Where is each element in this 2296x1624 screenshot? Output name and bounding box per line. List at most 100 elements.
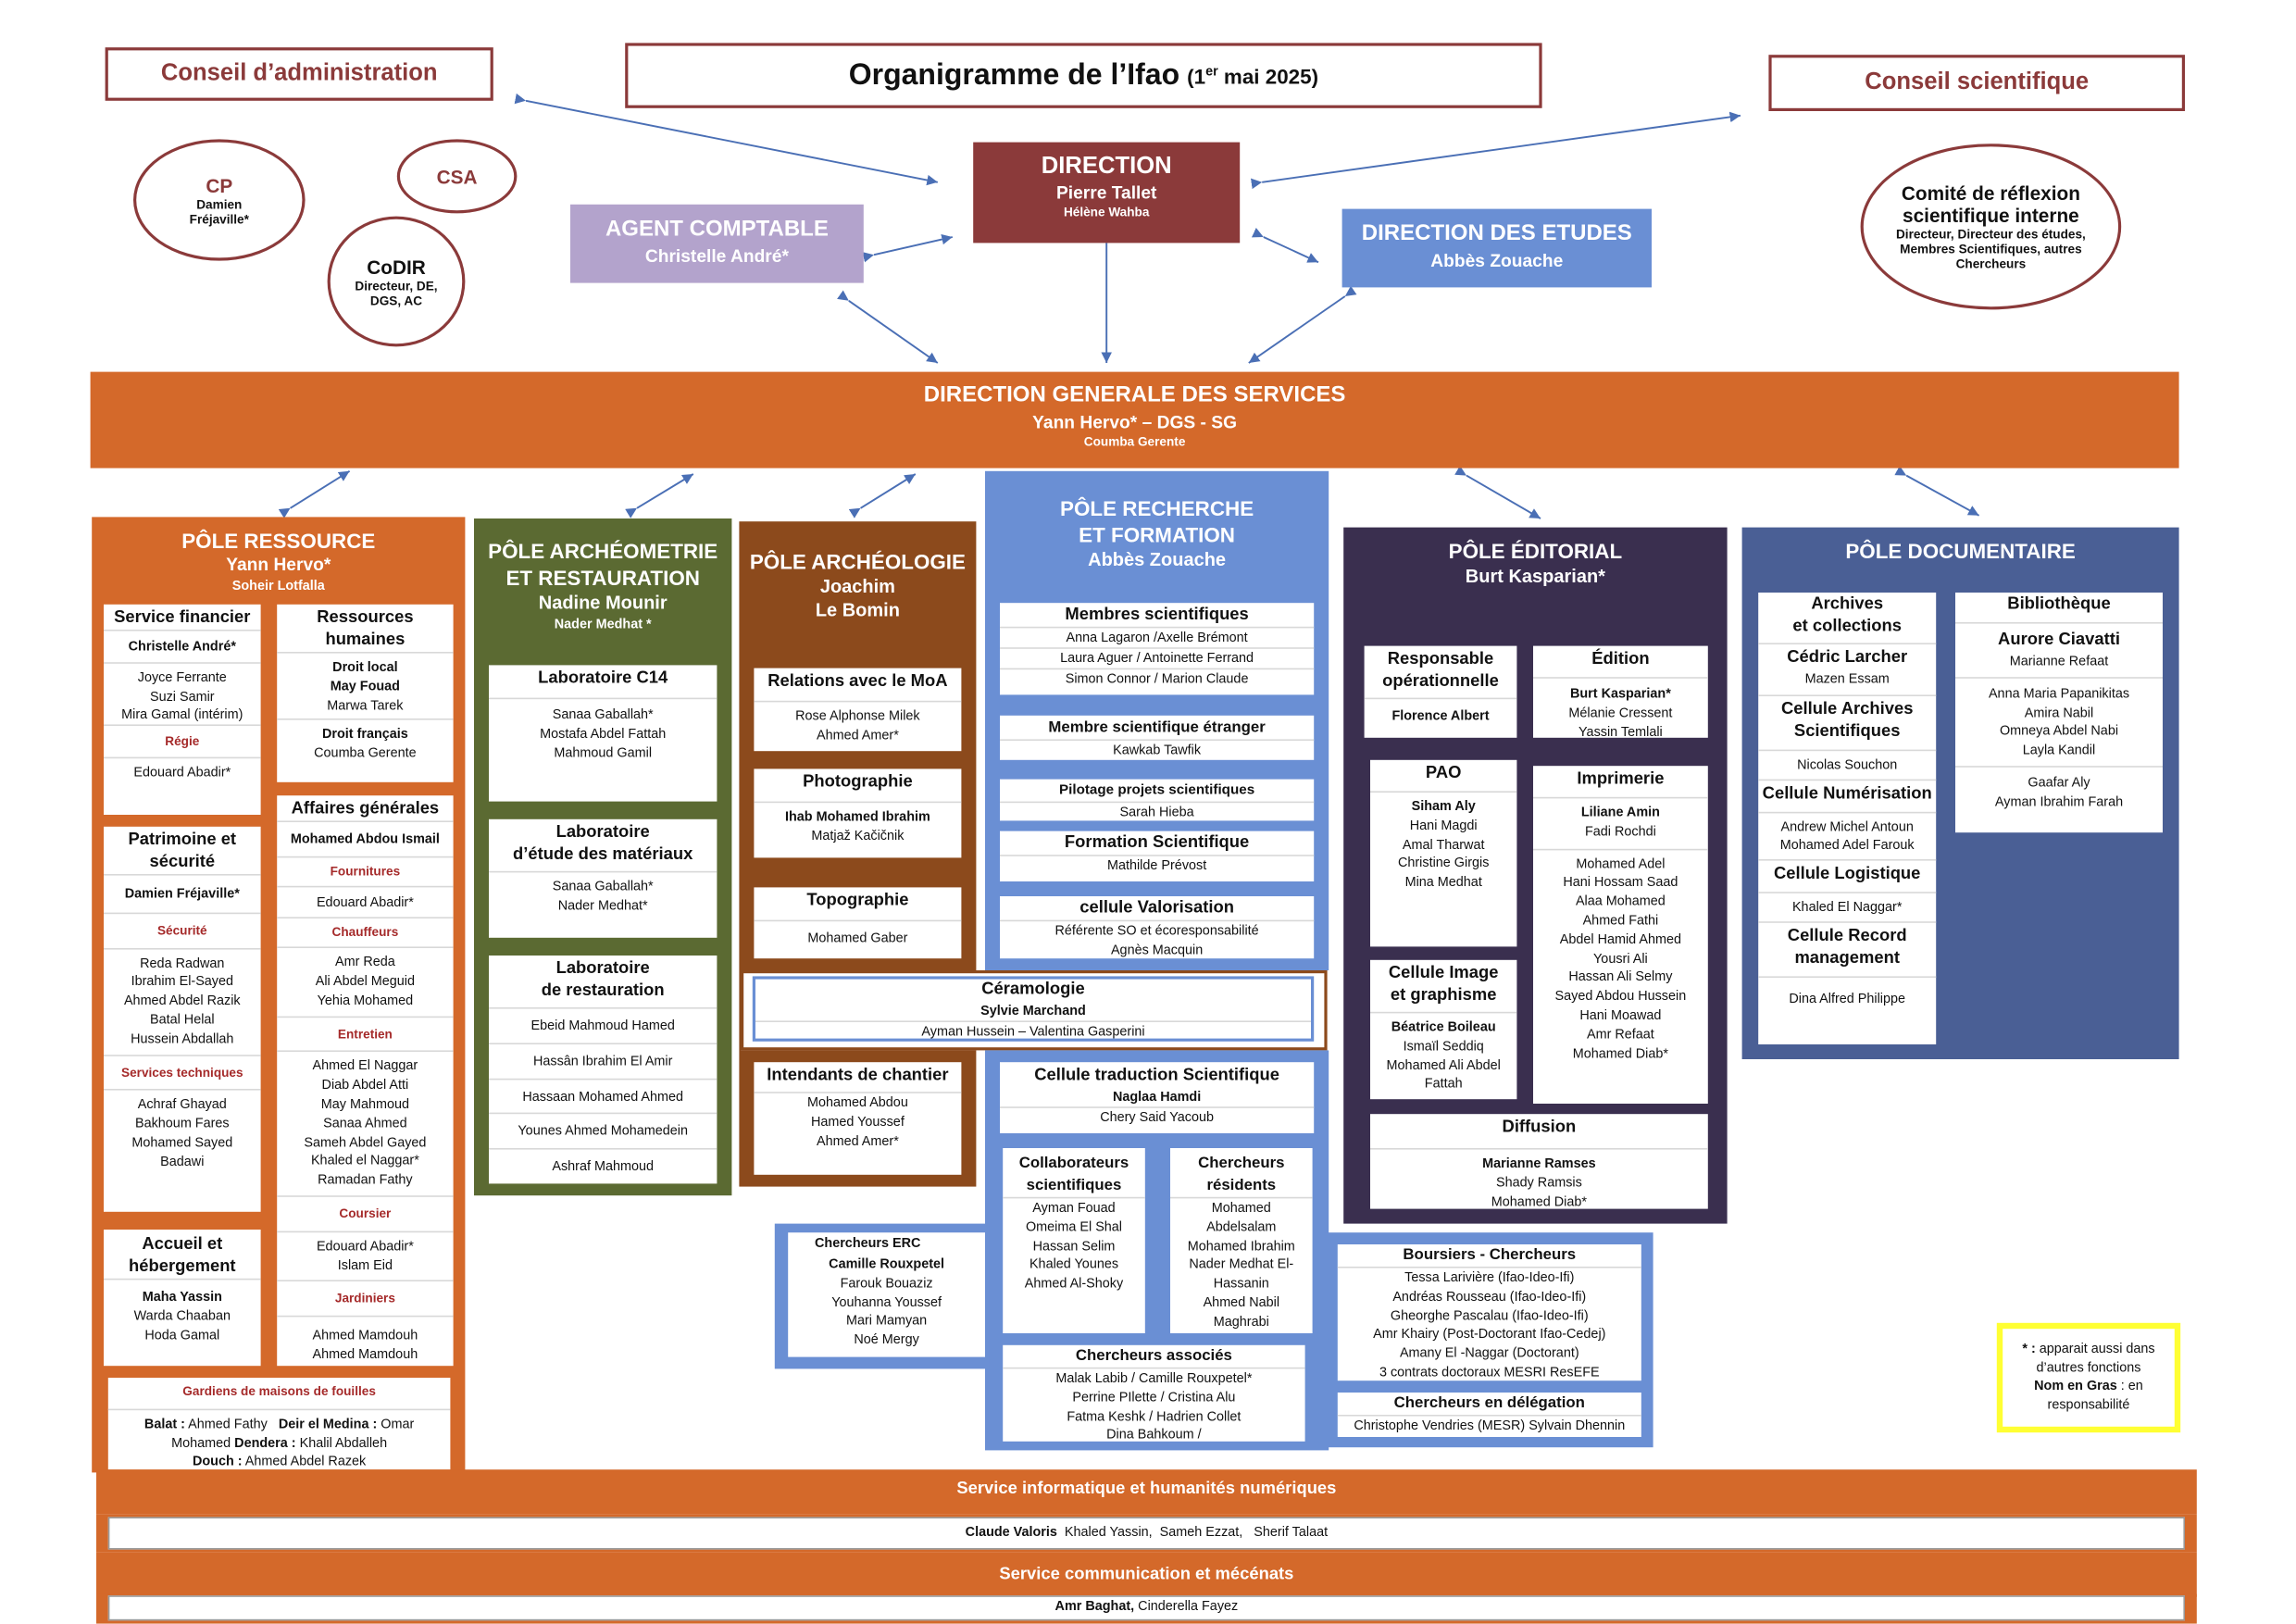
pole-title: PÔLE ARCHÉOLOGIE	[749, 549, 966, 574]
member: Ahmed Amer*	[816, 1132, 899, 1148]
card-title: Diffusion	[1502, 1118, 1577, 1137]
member: Mohamed	[1170, 1196, 1313, 1218]
card-title: Chercheurs ERC	[815, 1235, 921, 1251]
member: Ahmed Al-Shoky	[1024, 1275, 1124, 1291]
member: Diab Abdel Atti	[321, 1077, 409, 1093]
member: Edouard Abadir*	[277, 885, 454, 918]
service-members: Cinderella Fayez	[1134, 1598, 1239, 1614]
member: Fatma Keshk / Hadrien Collet	[1067, 1407, 1242, 1423]
chercheurs-erc: Chercheurs ERC Camille Rouxpetel Farouk …	[788, 1232, 985, 1357]
direction-etudes-box: DIRECTION DES ETUDES Abbès Zouache	[1341, 208, 1652, 288]
card-head: Mohamed Abdou Ismail	[277, 820, 454, 856]
member: Sanaa Ahmed	[323, 1115, 407, 1131]
card-head: Cédric Larcher	[1758, 643, 1937, 669]
member: Sameh Abdel Gayed	[304, 1133, 427, 1149]
accueil-hebergement: Accueil et hébergement Maha Yassin Warda…	[104, 1230, 261, 1367]
cp-line: Fréjaville*	[189, 211, 249, 226]
card-head: Maha Yassin	[104, 1278, 261, 1306]
page-title: Organigramme de l’Ifao	[848, 58, 1180, 92]
cellule-image: Cellule Image et graphisme Béatrice Boil…	[1370, 959, 1517, 1100]
comite-line: Chercheurs	[1955, 256, 2027, 271]
card-title: scientifiques	[1026, 1176, 1122, 1194]
member: Ahmed Mamdouh	[312, 1346, 418, 1362]
card-title: de restauration	[541, 981, 665, 1000]
member: Nader Medhat El-	[1189, 1256, 1294, 1272]
card-title: Patrimoine et	[128, 831, 237, 849]
agent-comptable-title: AGENT COMPTABLE	[605, 216, 829, 242]
pole-head: Joachim	[819, 576, 895, 598]
pole-head: Nadine Mounir	[538, 593, 668, 614]
member: Anna Maria Papanikitas	[1955, 676, 2163, 703]
card-title: humaines	[325, 631, 406, 649]
member: Agnès Macquin	[1110, 942, 1204, 957]
card-title: Cellule Image	[1388, 964, 1499, 982]
bibliotheque: Bibliothèque Aurore Ciavatti Marianne Re…	[1955, 593, 2163, 833]
member: Alaa Mohamed	[1575, 893, 1666, 909]
comite-line: Membres Scientifiques, autres	[1900, 241, 2082, 256]
member: Rose Alphonse Milek	[754, 700, 962, 726]
member: Mostafa Abdel Fattah	[540, 725, 667, 741]
archives-collections: Archives et collections Cédric Larcher M…	[1758, 593, 1937, 1044]
laboratoire-c14: Laboratoire C14 Sanaa Gaballah* Mostafa …	[489, 665, 718, 802]
member: Ebeid Mahmoud Hamed	[489, 1007, 718, 1043]
member: Mohamed Abdou	[754, 1092, 962, 1112]
pole-archeologie-header: PÔLE ARCHÉOLOGIE Joachim Le Bomin	[739, 548, 976, 623]
pole-title: ET RESTAURATION	[505, 566, 700, 591]
member: Marwa Tarek	[327, 696, 404, 712]
member: Mathilde Prévost	[1000, 855, 1315, 875]
pao: PAO Siham Aly Hani Magdi Amal Tharwat Ch…	[1370, 759, 1517, 947]
member: Amr Khairy (Post-Doctorant Ifao-Cedej)	[1373, 1326, 1606, 1342]
member: Ali Abdel Meguid	[315, 973, 416, 989]
member: Ahmed Nabil	[1203, 1294, 1280, 1310]
card-head: Florence Albert	[1364, 697, 1517, 726]
card-title: Intendants de chantier	[767, 1067, 949, 1085]
member: Ahmed Abdel Razik	[123, 993, 241, 1008]
card-head: Damien Fréjaville*	[104, 874, 261, 912]
service-financier: Service financier Christelle André* Joyc…	[104, 604, 261, 815]
member: Ahmed El Naggar	[277, 1051, 454, 1076]
agent-comptable-name: Christelle André*	[644, 244, 789, 267]
card-subtitle: Cellule Record	[1758, 921, 1937, 948]
pole-assistant: Soheir Lotfalla	[231, 577, 325, 593]
gardiens-line: Douch : Ahmed Abdel Razek	[192, 1454, 367, 1469]
card-title: Laboratoire	[555, 959, 650, 978]
member: Hani Hossam Saad	[1563, 874, 1678, 890]
member: Suzi Samir	[149, 688, 215, 704]
member: Amira Nabil	[2024, 704, 2094, 719]
agent-comptable-box: AGENT COMPTABLE Christelle André*	[570, 204, 864, 283]
diffusion: Diffusion Marianne Ramses Shady Ramsis M…	[1370, 1114, 1708, 1209]
member: Hani Magdi	[1409, 817, 1478, 832]
member: Amr Reda	[277, 946, 454, 972]
card-title: Boursiers - Chercheurs	[1403, 1245, 1577, 1264]
card-title: Formation Scientifique	[1064, 833, 1250, 852]
direction-etudes-name: Abbès Zouache	[1430, 249, 1564, 270]
pole-title: PÔLE ARCHÉOMETRIE	[488, 539, 718, 563]
gardiens-maisons-fouilles: Gardiens de maisons de fouilles Balat : …	[107, 1378, 451, 1470]
card-title: Topographie	[806, 892, 909, 910]
member: Reda Radwan	[104, 947, 261, 972]
member: 3 contrats doctoraux MESRI ResEFE	[1379, 1364, 1600, 1380]
member: Ahmed Mamdouh	[277, 1316, 454, 1345]
pole-head: Yann Hervo*	[226, 554, 331, 576]
member: Mohamed Gaber	[754, 919, 962, 948]
pole-title: ET FORMATION	[1079, 523, 1235, 547]
member: Fattah	[1424, 1076, 1463, 1092]
member: Mohamed Ali Abdel	[1386, 1056, 1501, 1072]
card-title: Cellule traduction Scientifique	[1034, 1067, 1279, 1085]
member: Badawi	[160, 1154, 205, 1169]
membre-scientifique-etranger: Membre scientifique étranger Kawkab Tawf…	[1000, 715, 1315, 760]
card-title: Membre scientifique étranger	[1048, 718, 1266, 737]
service-head: Claude Valoris	[965, 1524, 1057, 1540]
direction-etudes-title: DIRECTION DES ETUDES	[1361, 220, 1632, 246]
topographie: Topographie Mohamed Gaber	[754, 887, 962, 959]
card-head: Sylvie Marchand	[980, 1003, 1086, 1018]
member: Ayman Ibrahim Farah	[1994, 793, 2124, 809]
member: Mari Mamyan	[845, 1313, 928, 1329]
pole-head: Abbès Zouache	[1088, 550, 1227, 571]
relations-moa: Relations avec le MoA Rose Alphonse Mile…	[754, 668, 962, 752]
card-title: Chercheurs en délégation	[1393, 1393, 1585, 1412]
sub-section: Jardiniers	[277, 1280, 454, 1316]
card-title: Membres scientifiques	[1065, 606, 1249, 624]
member: Amal Tharwat	[1402, 836, 1485, 852]
patrimoine-securite: Patrimoine et sécurité Damien Fréjaville…	[104, 826, 261, 1212]
